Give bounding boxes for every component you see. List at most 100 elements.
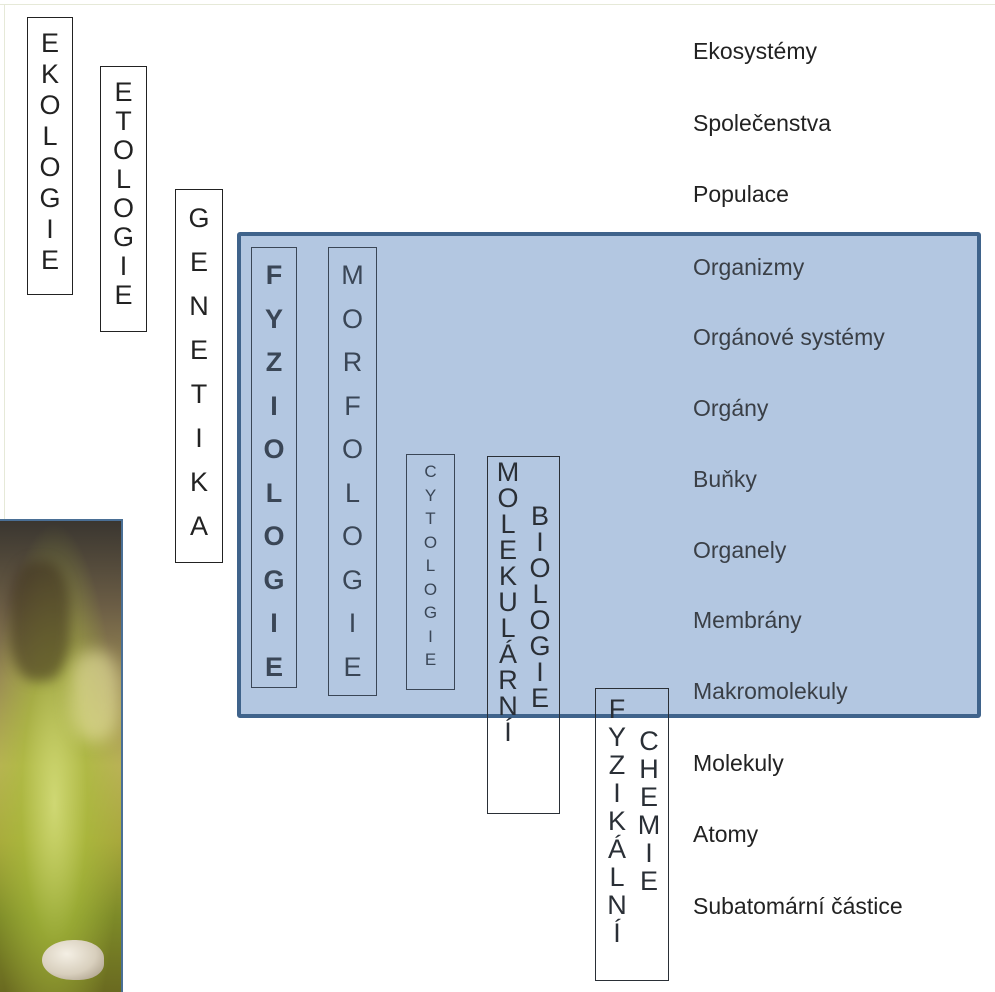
photo-light	[70, 651, 120, 741]
vertical-letter: O	[263, 521, 285, 551]
vertical-letter: E	[424, 650, 437, 669]
vertical-letter: G	[423, 603, 438, 622]
vertical-letter: Z	[265, 347, 283, 377]
vertical-letter: M	[496, 459, 520, 487]
level-organy: Orgány	[693, 395, 769, 421]
vertical-letter: O	[39, 152, 61, 182]
vertical-letter: G	[341, 564, 363, 595]
vertical-letter: U	[498, 587, 518, 617]
vertical-letter: L	[500, 509, 516, 539]
vertical-letter: E	[639, 782, 658, 812]
vertical-letter: I	[645, 838, 653, 868]
vertical-letter: N	[607, 890, 627, 920]
vertical-letter: R	[342, 347, 363, 377]
vertical-letter: Í	[613, 918, 621, 947]
vertical-letter: O	[112, 193, 134, 223]
vertical-letter: I	[119, 251, 128, 281]
vertical-letter: E	[40, 28, 59, 58]
level-organizmy: Organizmy	[693, 254, 805, 280]
organism-level-highlight	[237, 232, 981, 718]
vertical-letter: M	[341, 260, 364, 290]
slide-frame-top	[0, 4, 995, 5]
vertical-letter: I	[536, 527, 544, 557]
level-subatomarni-castice: Subatomární částice	[693, 893, 903, 919]
vertical-letter: Á	[607, 834, 626, 864]
vertical-letter: E	[264, 651, 283, 682]
level-molekuly: Molekuly	[693, 750, 784, 776]
photo-shadow	[10, 561, 70, 681]
vertical-letter: T	[190, 379, 208, 409]
vertical-letter: G	[39, 183, 61, 213]
vertical-letter: O	[39, 90, 61, 120]
vertical-letter: E	[343, 651, 362, 682]
level-membrany: Membrány	[693, 607, 802, 633]
vertical-letter: N	[189, 291, 209, 321]
vertical-letter: F	[608, 695, 626, 724]
vertical-letter: Á	[498, 639, 517, 669]
photo-rock	[42, 940, 104, 980]
level-organove-systemy: Orgánové systémy	[693, 324, 885, 350]
vertical-letter: O	[529, 553, 551, 583]
vertical-letter: O	[341, 303, 363, 334]
vertical-letter: O	[529, 605, 551, 635]
vertical-letter: Y	[424, 485, 437, 505]
vertical-letter: K	[189, 467, 208, 497]
vertical-letter: I	[348, 608, 357, 638]
vertical-letter: L	[425, 556, 436, 575]
vertical-letter: O	[423, 532, 438, 552]
vertical-letter: O	[263, 434, 285, 464]
vertical-letter: O	[112, 135, 134, 165]
grass-photo	[0, 519, 123, 992]
vertical-letter: E	[114, 280, 133, 310]
vertical-letter: K	[498, 561, 517, 591]
vertical-letter: L	[42, 121, 58, 151]
vertical-letter: A	[189, 511, 208, 541]
vertical-letter: O	[341, 434, 363, 464]
level-spolecenstva: Společenstva	[693, 110, 832, 136]
slide-frame-left	[4, 4, 5, 992]
vertical-letter: E	[189, 247, 208, 277]
vertical-letter: G	[529, 631, 551, 661]
vertical-letter: Y	[264, 303, 283, 334]
vertical-letter: I	[195, 423, 203, 453]
level-bunky: Buňky	[693, 466, 757, 492]
vertical-letter: I	[536, 657, 544, 687]
vertical-letter: G	[112, 222, 134, 252]
vertical-letter: F	[344, 390, 361, 421]
vertical-letter: I	[428, 626, 433, 646]
vertical-letter: L	[115, 164, 132, 194]
vertical-letter: T	[425, 509, 436, 528]
vertical-letter: H	[639, 754, 659, 784]
vertical-letter: F	[265, 260, 283, 290]
vertical-letter: I	[613, 778, 621, 808]
vertical-letter: G	[263, 564, 285, 595]
vertical-letter: E	[40, 245, 59, 275]
vertical-letter: K	[40, 59, 59, 89]
vertical-letter: G	[188, 203, 210, 233]
vertical-letter: R	[498, 665, 518, 695]
vertical-letter: O	[423, 579, 438, 599]
vertical-letter: I	[46, 214, 54, 244]
vertical-letter: E	[498, 535, 517, 565]
vertical-letter: Í	[504, 717, 512, 746]
level-makromolekuly: Makromolekuly	[693, 678, 848, 704]
vertical-letter: L	[344, 477, 361, 508]
vertical-letter: Z	[608, 750, 626, 780]
vertical-letter: C	[424, 462, 437, 481]
vertical-letter: E	[114, 77, 133, 107]
vertical-letter: L	[500, 613, 516, 643]
vertical-letter: I	[270, 390, 278, 421]
vertical-letter: M	[637, 810, 661, 840]
